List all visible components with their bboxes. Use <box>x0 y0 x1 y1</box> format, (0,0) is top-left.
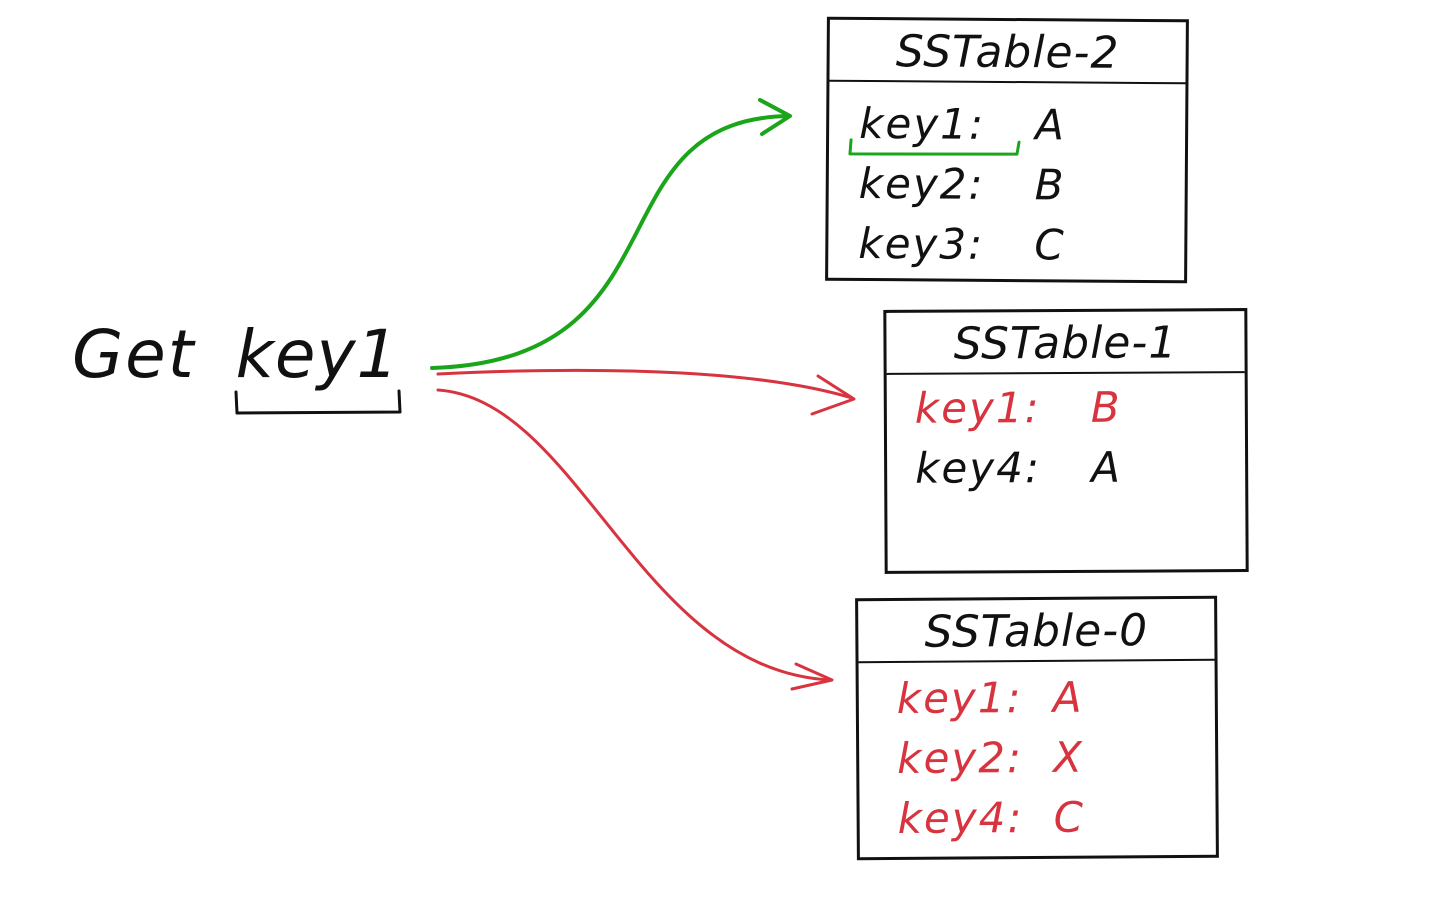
sstable-entry: key3: C <box>858 214 1184 276</box>
sstable-entry: key2: X <box>897 727 1215 789</box>
sstable-title: SSTable-0 <box>858 598 1215 664</box>
arrow-to-sstable-1 <box>436 368 856 416</box>
entry-value: C <box>1053 792 1086 842</box>
entry-key: key1: <box>896 673 1023 723</box>
entry-value: A <box>1035 100 1067 150</box>
sstable-entry: key1: A <box>897 667 1215 729</box>
entry-value: B <box>1090 382 1122 432</box>
entry-key: key4: <box>915 443 1042 493</box>
sstable-2: SSTable-2 key1: A key2: B key3: C <box>825 16 1189 284</box>
arrow-to-sstable-0 <box>436 388 834 691</box>
sstable-0: SSTable-0 key1: A key2: X key4: C <box>855 595 1219 861</box>
sstable-entry: key2: B <box>859 154 1185 216</box>
entry-key: key2: <box>897 733 1024 783</box>
entry-key: key2: <box>858 158 985 209</box>
sstable-1: SSTable-1 key1: B key4: A <box>883 308 1249 574</box>
entry-value: B <box>1034 160 1066 210</box>
entry-key: key3: <box>858 218 985 269</box>
sstable-entry: key1: B <box>915 377 1245 439</box>
found-key-underline <box>848 138 1021 156</box>
sstable-entry: key4: C <box>897 787 1215 849</box>
query-verb: Get <box>72 316 196 393</box>
sstable-title: SSTable-1 <box>886 311 1245 375</box>
entry-value: C <box>1034 220 1066 270</box>
entry-value: X <box>1053 732 1085 782</box>
entry-key: key1: <box>914 383 1041 433</box>
arrow-to-sstable-2 <box>430 98 792 370</box>
entry-value: A <box>1091 442 1123 492</box>
entry-key: key4: <box>897 793 1024 843</box>
sstable-title: SSTable-2 <box>829 19 1186 85</box>
sstable-entry: key1: A <box>848 94 1185 156</box>
sstable-entry: key4: A <box>915 437 1245 499</box>
entry-value: A <box>1052 672 1084 722</box>
query-key: key1 <box>235 316 400 393</box>
